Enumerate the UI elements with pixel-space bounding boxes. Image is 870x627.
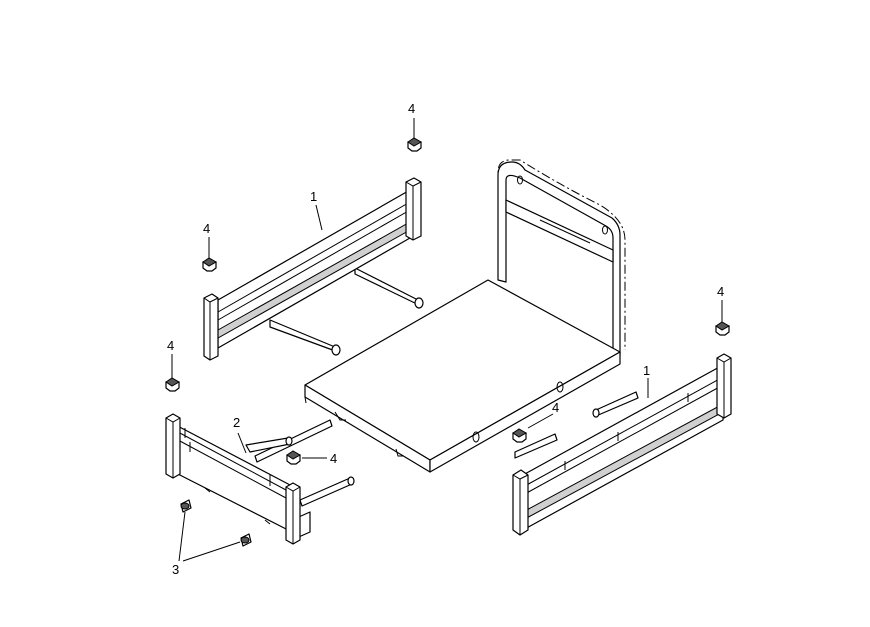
screw-upper <box>180 499 192 513</box>
callout-4-right-rail: 4 <box>552 400 559 415</box>
callout-1-upper-rail: 1 <box>310 189 317 204</box>
callout-4-top-left: 4 <box>203 221 210 236</box>
leader-lines <box>171 118 723 562</box>
side-rail-right <box>512 353 732 536</box>
callout-labels: 4 4 1 4 2 4 4 4 1 3 <box>167 101 724 577</box>
cap-right-rail <box>512 428 528 443</box>
callout-3-screws: 3 <box>172 562 179 577</box>
callout-4-left-end: 4 <box>167 338 174 353</box>
callout-1-right-rail: 1 <box>643 363 650 378</box>
headboard-frame <box>497 159 626 356</box>
bed-platform <box>304 279 621 473</box>
cap-right-end <box>715 321 731 336</box>
cap-top-left <box>202 257 218 272</box>
callout-4-right-end: 4 <box>717 284 724 299</box>
cap-foot-end <box>286 450 302 465</box>
callout-4-foot-end: 4 <box>330 451 337 466</box>
cap-left-end <box>165 377 181 392</box>
callout-4-top-right: 4 <box>408 101 415 116</box>
side-rail-upper <box>203 177 424 361</box>
foot-end <box>165 413 355 545</box>
screw-lower <box>240 533 252 547</box>
cap-top-right <box>407 137 423 152</box>
callout-2-foot-end: 2 <box>233 415 240 430</box>
